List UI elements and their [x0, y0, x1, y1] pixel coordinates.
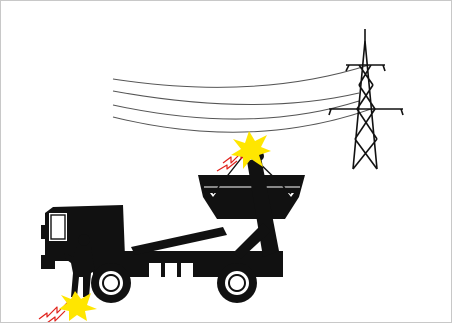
transmission-tower-icon [329, 29, 403, 169]
front-wheel-icon [91, 263, 131, 303]
rear-wheel-icon [217, 263, 257, 303]
power-line-wires [113, 65, 371, 132]
